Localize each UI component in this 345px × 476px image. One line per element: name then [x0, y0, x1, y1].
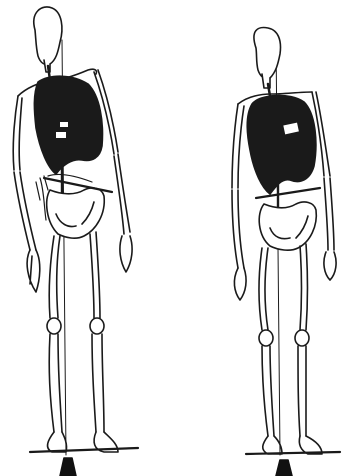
pelvic-tilt-line-left: [44, 178, 112, 192]
knee-right-b: [295, 330, 309, 346]
tibia-left-a: [49, 334, 62, 432]
arm-upper-right-a: [232, 104, 244, 188]
arm-lower-left-b: [114, 154, 130, 234]
torso-right: [247, 95, 316, 194]
foot-left-a: [48, 432, 67, 452]
tibia-right-a: [262, 346, 274, 436]
hand-right-b: [324, 252, 336, 280]
femur-right-a: [259, 248, 268, 330]
hand-left-b: [120, 236, 132, 272]
skeleton-figure-left: [13, 7, 138, 476]
tibia-left-b: [92, 334, 104, 432]
pelvis-right: [259, 202, 316, 250]
foot-right-a: [263, 436, 282, 454]
knee-right-a: [259, 330, 273, 346]
skeleton-figure-right: [232, 28, 340, 476]
marker-left: [60, 122, 68, 127]
skull-left: [34, 7, 62, 65]
arm-lower-right-b: [324, 178, 334, 250]
femur-left-b: [90, 232, 100, 318]
floor-board-right: [246, 452, 340, 454]
hand-right-a: [234, 268, 246, 300]
torso-left: [34, 76, 102, 174]
knee-left-a: [47, 318, 61, 334]
stand-base-right: [276, 460, 292, 476]
arm-upper-left-a: [13, 96, 22, 170]
knee-left-b: [90, 318, 104, 334]
femur-right-b: [300, 244, 308, 330]
tibia-right-b: [298, 346, 306, 436]
foot-right-b: [299, 436, 322, 454]
floor-board-left: [30, 448, 138, 452]
hand-left-a: [27, 250, 40, 292]
pelvis-left: [47, 188, 105, 238]
arm-lower-right-a: [232, 190, 244, 268]
femur-left-a: [49, 236, 60, 318]
arm-lower-left-a: [14, 172, 36, 250]
stand-base-left: [60, 458, 76, 476]
